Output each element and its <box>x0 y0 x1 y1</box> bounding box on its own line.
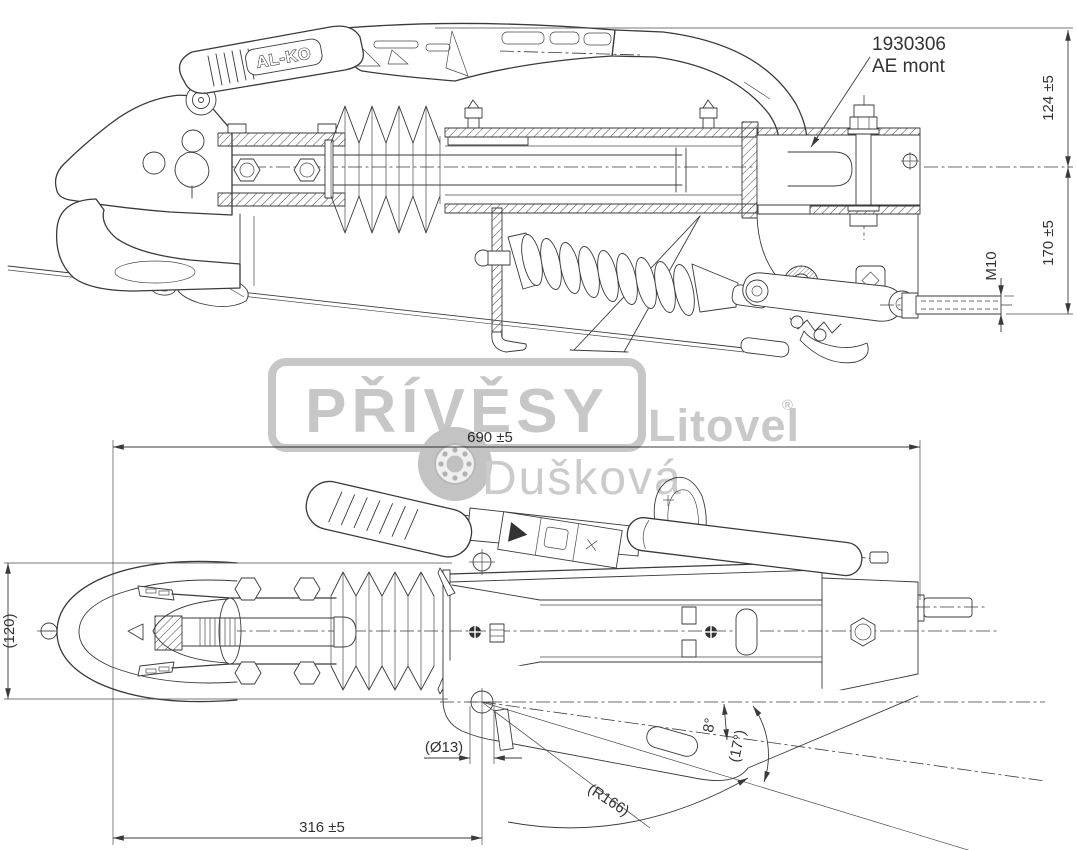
watermark: PŘÍVĚSY Litovel ® Dušková <box>268 358 800 505</box>
vertical-rod <box>491 207 503 339</box>
part-number-label: 1930306 <box>872 34 946 55</box>
bellows-plan <box>330 571 435 691</box>
dim-height-upper: 124 ±5 <box>1040 75 1057 121</box>
damper-spring-assembly <box>474 207 770 353</box>
side-view: AL-KO <box>7 22 1073 364</box>
shaft-ribs <box>199 618 236 646</box>
dim-angle-inner: 8° <box>700 717 719 734</box>
dim-hole-diameter: (Ø13) <box>425 739 463 756</box>
lever-body <box>344 22 616 82</box>
spring-cone <box>691 263 739 313</box>
soft-dock-bumper <box>55 198 241 292</box>
m10-threaded-rod <box>915 295 1002 315</box>
drawbar-end <box>787 151 853 187</box>
grease-nipple <box>699 99 718 129</box>
dim-coupling-width: (120) <box>1 613 18 648</box>
watermark-owner: Dušková <box>482 452 683 505</box>
drawbar-cap-plan <box>333 616 357 648</box>
angle-17-line <box>481 701 970 850</box>
beam-slot <box>735 608 758 656</box>
dim-height-lower: 170 ±5 <box>1040 220 1057 266</box>
flange-slot <box>646 726 698 757</box>
handbrake-lever-side: AL-KO <box>178 22 808 143</box>
label-pictogram <box>543 526 569 550</box>
pawl-hook <box>799 330 869 364</box>
rear-bracket-side <box>742 95 1012 364</box>
lever-grip-plan <box>305 480 473 558</box>
handbrake-lever-plan <box>305 476 889 577</box>
bellows-side <box>324 105 441 234</box>
bumper-plan <box>56 560 242 703</box>
warning-label <box>497 511 623 569</box>
warning-triangle-icon <box>508 522 528 542</box>
plan-view <box>37 476 1046 850</box>
bracket-bolt <box>847 95 880 240</box>
clamp-bolt-head <box>293 158 321 182</box>
part-variant-label: AE mont <box>872 56 946 77</box>
coil-spring <box>521 234 695 316</box>
cone-pin <box>127 623 144 641</box>
dim-slot-radius: (R166) <box>585 781 633 820</box>
lever-tube-plan <box>626 517 863 577</box>
callout-leader <box>810 56 871 148</box>
coupling-plan <box>127 577 357 685</box>
frame-plate <box>821 577 919 695</box>
dim-angle-outer: (17°) <box>726 728 749 764</box>
frame-nut <box>850 617 876 647</box>
brake-rod-plan <box>923 597 973 618</box>
lever-guide-hoop <box>653 476 707 547</box>
dim-hole-offset: 316 ±5 <box>299 819 345 836</box>
dim-thread: M10 <box>983 251 1000 280</box>
grease-nipple <box>464 99 483 129</box>
tube-end-flange <box>741 121 759 219</box>
dim-arc-r166 <box>507 777 749 829</box>
watermark-wheel-icon <box>418 427 492 501</box>
housing-tube-side <box>444 99 759 219</box>
clamp-section-side <box>217 123 683 207</box>
lever-pin <box>869 551 889 564</box>
clamp-bolt-head <box>233 158 261 182</box>
safety-ring <box>174 151 210 188</box>
watermark-registered-mark: ® <box>782 397 793 414</box>
flange-plan <box>440 659 1046 850</box>
clamp-bolt-plan <box>234 577 321 685</box>
watermark-city: Litovel <box>648 400 800 451</box>
coupling-head-side <box>54 84 255 292</box>
